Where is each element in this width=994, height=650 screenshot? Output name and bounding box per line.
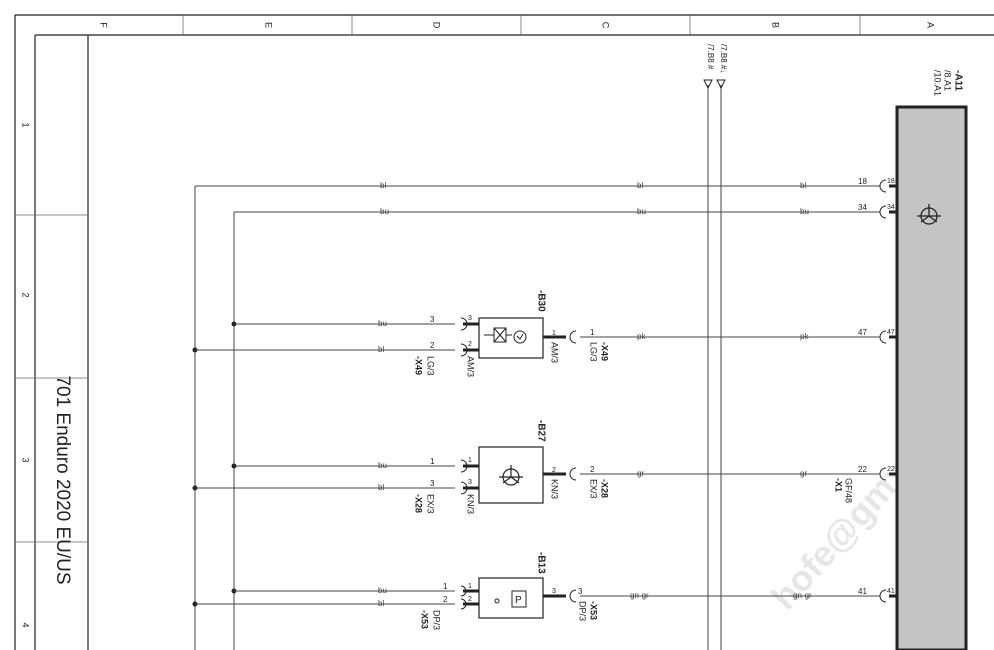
svg-text:2: 2 [443,595,448,604]
svg-text:3: 3 [578,587,583,596]
wire-label-pk-1: pk [637,332,646,341]
svg-text:34: 34 [887,204,895,211]
svg-text:22: 22 [858,465,867,474]
connector-x53-right: -X53 [589,601,599,620]
wire-label-bl-2: bl [637,181,643,190]
connector-code-kn3-left: KN/3 [466,494,476,514]
svg-text:3: 3 [468,315,472,322]
svg-text:1: 1 [590,328,595,337]
connector-code-am3-right: AM/3 [550,342,560,363]
wire-label-bu-b13: bu [378,586,387,595]
connector-code-gf48: GF/48 [844,478,854,503]
connector-x1: -X1 [834,478,844,492]
row-marker-4: 4 [21,622,31,627]
connector-code-lg3-right: LG/3 [589,342,599,362]
svg-text:2: 2 [430,341,435,350]
wire-label-gr-2: gr [800,469,807,478]
svg-text:3: 3 [430,315,435,324]
column-marker-f: F [99,22,109,28]
wire-label-bu-2: bu [637,207,646,216]
switch-sensor-icon [484,327,527,344]
svg-text:1: 1 [552,330,556,337]
svg-text:47: 47 [887,329,895,336]
svg-text:2: 2 [468,596,472,603]
svg-text:1: 1 [468,583,472,590]
column-marker-b: B [771,22,781,28]
svg-text:47: 47 [858,328,867,337]
wire-label-bl-1: bl [380,181,386,190]
wire-label-gn-gr-1: gn-gr [630,591,649,600]
svg-text:3: 3 [552,588,556,595]
connector-code-kn3-right: KN/3 [550,479,560,499]
wire-label-bl-b27: bl [378,483,384,492]
wire-label-gr-1: gr [637,469,644,478]
pressure-sensor-icon: P [494,590,527,608]
wire-label-gn-gr-2: gn-gr [793,591,812,600]
a11-name: -A11 [952,70,963,92]
component-b27: -B27 [535,420,546,442]
connector-code-am3-left: AM/3 [466,356,476,377]
svg-text:18: 18 [858,177,867,186]
svg-text:41: 41 [858,587,867,596]
connector-code-dp3-right: DP/3 [578,601,588,621]
pin-connector-41: 41 41 [858,587,897,603]
row-marker-2: 2 [21,292,31,297]
a11-ref-2: /10.A1 [933,70,943,96]
row-marker-3: 3 [21,457,31,462]
svg-text:2: 2 [590,465,595,474]
connector-x28-right: -X28 [600,479,610,498]
sensor-b13 [478,577,544,619]
svg-text:3: 3 [430,479,435,488]
svg-text:2: 2 [468,341,472,348]
connector-code-lg3-left: LG/3 [426,356,436,376]
connector-code-ex3-right: EX/3 [589,479,599,499]
svg-text:P: P [515,595,522,606]
component-b13: -B13 [535,552,546,574]
svg-text:1: 1 [468,457,472,464]
svg-text:3: 3 [468,479,472,486]
page-title: 701 Enduro 2020 EU/US [52,375,73,584]
wire-label-bu-b27: bu [378,461,387,470]
svg-text:2: 2 [552,467,556,474]
control-unit-a11 [895,105,968,650]
wire-label-bu-b30: bu [378,319,387,328]
steering-wheel-icon [499,465,523,486]
a11-ref-1: /8.A1 [943,70,953,91]
reference-r1: /7.B8 # [706,44,715,70]
connector-x28-left: -X28 [414,494,424,513]
connector-x49-left: -X49 [414,356,424,375]
pin-connector-47: 47 47 [858,328,897,344]
component-b30: -B30 [535,290,546,312]
wire-label-pk-2: pk [800,332,809,341]
column-marker-c: C [601,22,611,29]
connector-x49-right: -X49 [600,342,610,361]
wire-label-bu-3: bu [800,207,809,216]
pin-connector-18: 18 18 [858,177,897,193]
wire-label-bu-1: bu [380,207,389,216]
steering-wheel-icon [917,204,941,225]
wire-label-bl-b13: bl [378,599,384,608]
column-marker-e: E [264,22,274,28]
svg-text:18: 18 [887,178,895,185]
wire-label-bl-3: bl [800,181,806,190]
svg-text:1: 1 [443,582,448,591]
pin-connector-34: 34 34 [858,203,897,219]
svg-text:34: 34 [858,203,867,212]
sensor-b30 [478,317,544,359]
column-marker-d: D [432,22,442,29]
svg-text:41: 41 [887,588,895,595]
wire-label-bl-b30: bl [378,345,384,354]
reference-r2: /7.B8 #↓ [719,44,728,73]
connector-code-dp3-left: DP/3 [432,610,442,630]
connector-x53-left: -X53 [420,610,430,629]
svg-text:1: 1 [430,457,435,466]
row-marker-1: 1 [21,122,31,127]
connector-code-ex3-left: EX/3 [426,494,436,514]
column-marker-a: A [926,22,936,28]
svg-text:22: 22 [887,466,895,473]
